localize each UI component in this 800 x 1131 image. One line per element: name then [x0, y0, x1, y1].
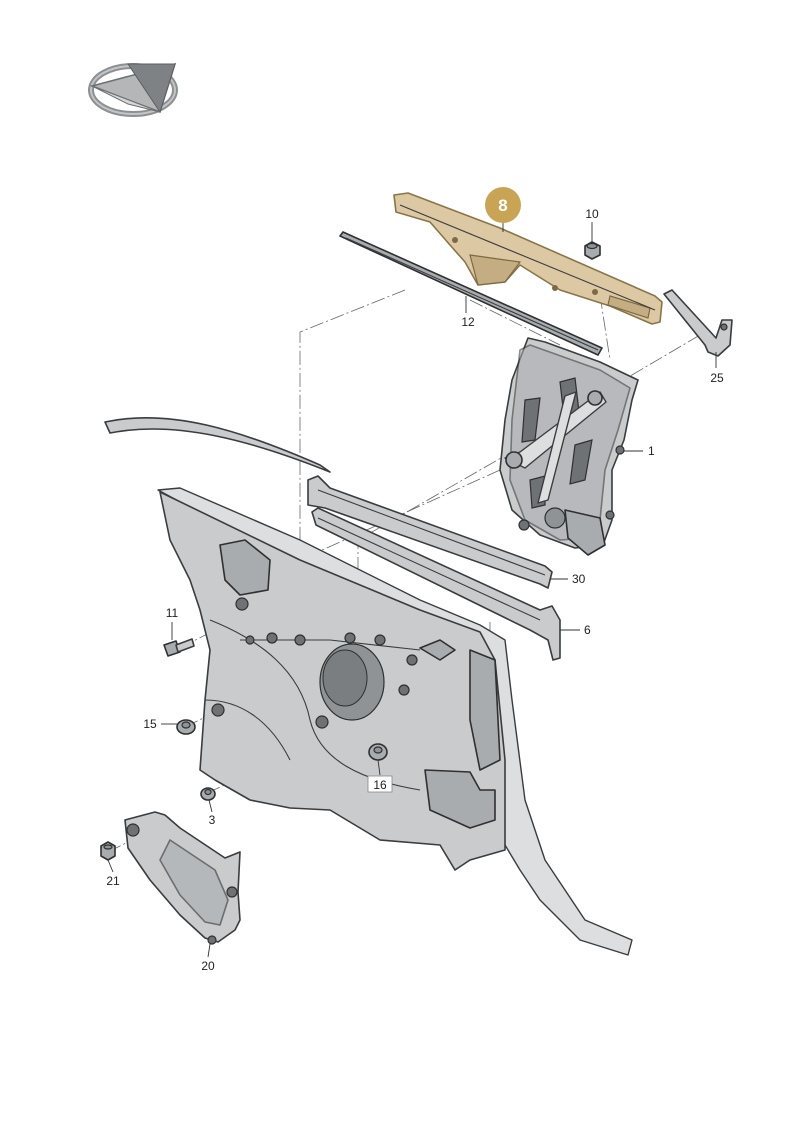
callout-leaders [107, 222, 717, 958]
callout-label-16: 16 [373, 778, 387, 792]
nut-21[interactable] [100, 841, 116, 861]
callout-label-10: 10 [585, 207, 599, 221]
bolt-11[interactable] [163, 638, 195, 657]
brand-emblem-icon [88, 62, 178, 117]
callout-label-21: 21 [106, 874, 120, 888]
callout-label-11: 11 [166, 606, 179, 620]
guide-rail-30[interactable] [307, 475, 553, 589]
plug-16[interactable] [368, 743, 388, 761]
bracket-25[interactable] [663, 289, 733, 357]
callout-label-1: 1 [648, 444, 655, 458]
callout-label-15: 15 [143, 717, 157, 731]
nut-10[interactable] [584, 241, 601, 260]
cover-plate-20[interactable] [124, 811, 241, 945]
callout-16-box: 16 [367, 775, 393, 793]
callout-label-20: 20 [201, 959, 215, 973]
nut-15[interactable] [176, 719, 196, 735]
callout-label-30: 30 [572, 572, 586, 586]
seal-strip-12 [339, 231, 603, 356]
callout-label-3: 3 [209, 813, 216, 827]
callout-label-12: 12 [461, 315, 475, 329]
nut-3[interactable] [200, 787, 216, 801]
trim-strip-part-8[interactable] [393, 192, 663, 325]
window-regulator-1[interactable] [499, 337, 639, 556]
callout-label-25: 25 [710, 371, 724, 385]
callout-label-8: 8 [498, 196, 507, 215]
callout-8-badge[interactable]: 8 [485, 187, 521, 223]
window-guide-seal [104, 416, 331, 473]
callout-label-6: 6 [584, 623, 591, 637]
guide-rail-6[interactable] [311, 507, 561, 661]
door-inner-panel [157, 487, 633, 956]
